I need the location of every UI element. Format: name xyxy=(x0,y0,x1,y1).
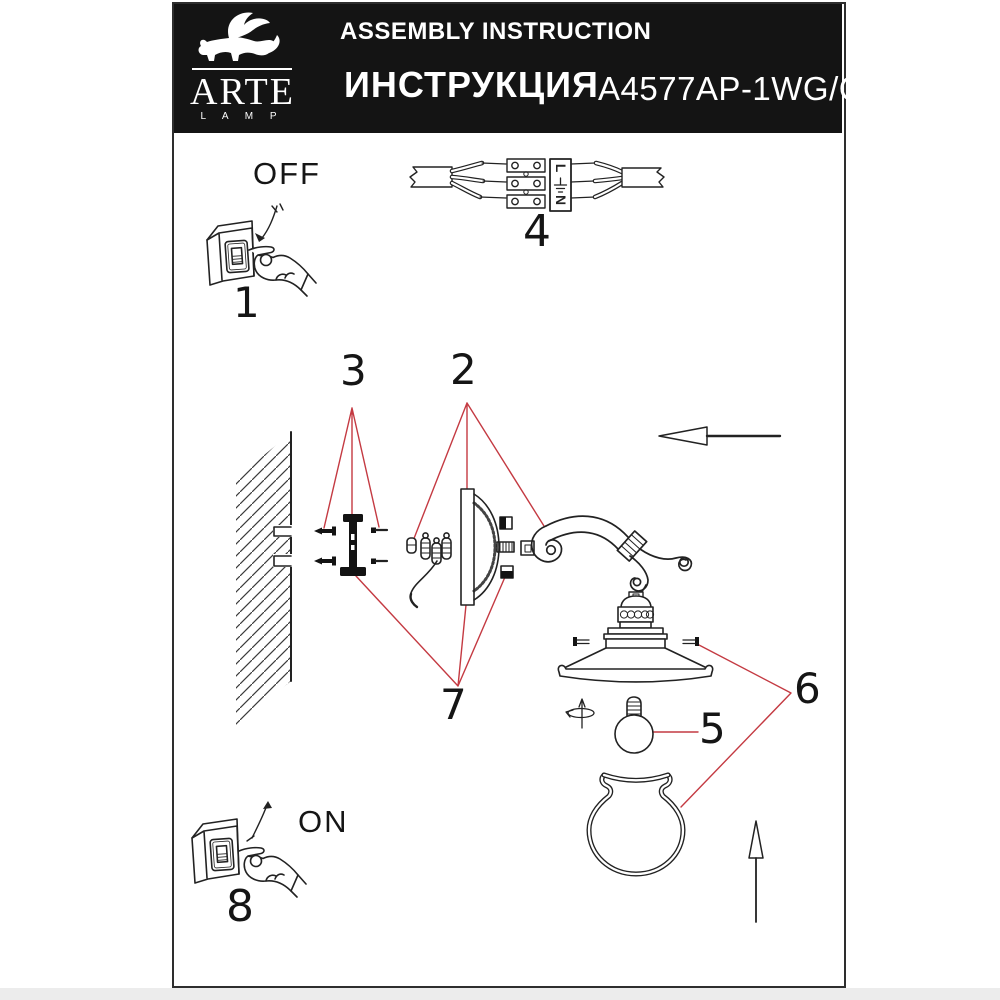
terminal-live-label: L xyxy=(553,164,569,173)
arrow-left-icon xyxy=(658,426,782,446)
curved-arrow-icon xyxy=(246,801,272,842)
rotate-axis-icon xyxy=(565,698,595,729)
light-switch-icon xyxy=(206,220,255,286)
cable-right xyxy=(621,167,665,188)
title-english: ASSEMBLY INSTRUCTION xyxy=(340,18,652,45)
brand-logo: ARTE L A M P xyxy=(190,8,300,132)
step-number-2: 2 xyxy=(450,345,477,394)
leader-step7 xyxy=(355,575,506,687)
terminal-label-block: L N xyxy=(549,158,572,212)
wall-section xyxy=(236,431,292,726)
curved-arrow-icon xyxy=(255,203,284,242)
lamp-shade xyxy=(557,595,714,683)
wall-screw xyxy=(314,526,336,536)
wiring-diagram: L N xyxy=(409,158,665,212)
step-number-6: 6 xyxy=(794,664,821,713)
step-number-8: 8 xyxy=(226,881,254,932)
page-bottom-shadow xyxy=(0,988,1000,1000)
supply-wire xyxy=(409,560,438,608)
fixing-hardware xyxy=(406,532,452,609)
earth-ground-icon xyxy=(553,177,568,193)
brand-subtitle: L A M P xyxy=(200,111,284,122)
locking-screw xyxy=(371,527,389,564)
step-number-7: 7 xyxy=(440,680,467,729)
wall-hole-lower xyxy=(273,555,292,567)
arm-knurled-joint xyxy=(616,530,648,562)
lamp-scroll-arm xyxy=(530,515,693,603)
switch-on-label: ON xyxy=(298,804,349,839)
wall-hole-upper xyxy=(273,526,292,537)
leader-step3 xyxy=(323,407,380,529)
switch-off-label: OFF xyxy=(253,156,321,191)
shade-screw xyxy=(573,637,699,646)
canopy-backplate xyxy=(460,488,500,606)
leader-step6 xyxy=(680,644,792,808)
terminal-block xyxy=(506,158,546,209)
arrow-up-icon xyxy=(748,820,764,923)
logo-rule xyxy=(192,68,292,70)
arm-fittings xyxy=(496,516,535,579)
cable-left xyxy=(409,166,453,188)
step-number-5: 5 xyxy=(699,704,726,753)
glass-globe xyxy=(586,772,686,877)
light-bulb-icon xyxy=(614,696,654,754)
terminal-neutral-label: N xyxy=(553,195,569,205)
switch-on-illustration xyxy=(191,801,307,898)
wall-screw xyxy=(314,556,336,566)
step-number-1: 1 xyxy=(233,278,260,327)
leader-step2 xyxy=(412,402,545,542)
model-number: A4577AP-1WG/CK xyxy=(598,70,886,107)
light-switch-icon xyxy=(191,818,240,884)
switch-off-illustration xyxy=(206,203,317,297)
step-number-3: 3 xyxy=(340,346,367,395)
winged-lion-icon xyxy=(198,12,280,61)
leader-lines xyxy=(323,402,792,808)
step-number-4: 4 xyxy=(523,206,551,257)
mounting-bracket xyxy=(314,514,389,576)
brand-name: ARTE xyxy=(190,71,295,113)
title-russian: ИНСТРУКЦИЯ xyxy=(344,64,599,105)
